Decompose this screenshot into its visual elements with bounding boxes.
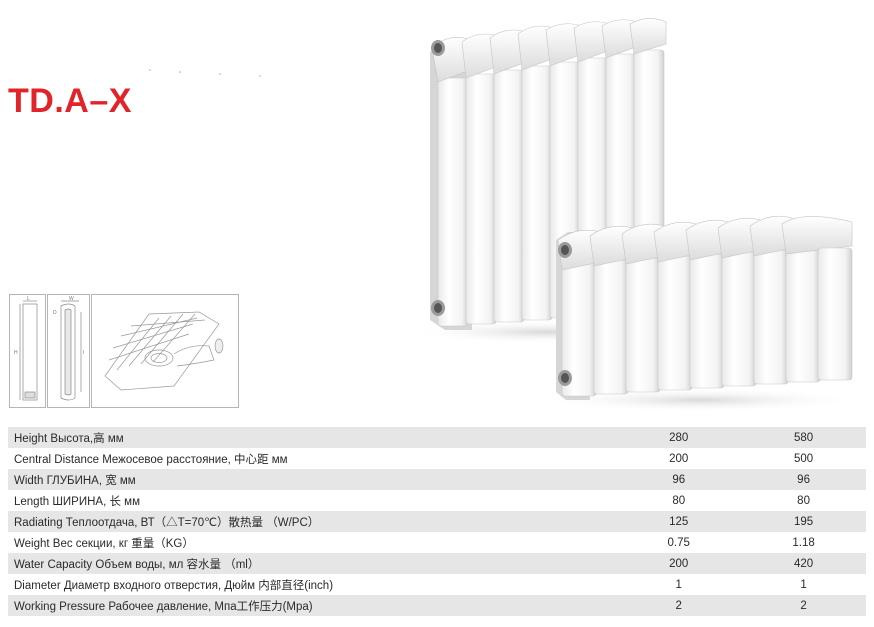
spec-label: Diameter Диаметр входного отверстия, Дюй…: [14, 579, 334, 592]
side-view-drawing: [60, 300, 82, 401]
spec-value-580: 420: [793, 557, 814, 570]
spec-label: Weight Вес секции, кг 重量（KG）: [14, 537, 194, 550]
table-row: Width ГЛУБИНА, 宽 мм 96 96: [8, 469, 866, 490]
spec-value-580: 1.18: [792, 536, 815, 549]
spec-label: Height Высота,高 мм: [14, 432, 124, 445]
spec-value-280: 200: [669, 452, 689, 465]
spec-value-580: 96: [797, 473, 810, 486]
spec-value-280: 0.75: [667, 536, 690, 549]
product-model-title: TD.A–X: [8, 82, 132, 120]
dim-label-width: W: [69, 296, 74, 302]
spec-value-580: 80: [797, 494, 810, 507]
spec-label: Water Capacity Объем воды, мл 容水量 （ml）: [14, 558, 260, 571]
table-row: Working Pressure Рабочее давление, Мпа工作…: [8, 595, 866, 616]
dim-label-length: L: [27, 296, 30, 302]
table-row: Weight Вес секции, кг 重量（KG） 0.75 1.18: [8, 532, 866, 553]
spec-label: Length ШИРИНА, 长 мм: [14, 495, 140, 508]
spec-value-580: 500: [793, 452, 814, 465]
spec-value-280: 1: [675, 578, 682, 591]
front-view-drawing: [19, 300, 38, 401]
table-row: Water Capacity Объем воды, мл 容水量 （ml） 2…: [8, 553, 866, 574]
spec-value-580: 580: [793, 431, 814, 444]
table-row: Length ШИРИНА, 长 мм 80 80: [8, 490, 866, 511]
spec-label: Radiating Теплоотдача, ВТ（△T=70℃）散热量 （W/…: [14, 516, 320, 529]
table-row: Central Distance Межосевое расстояние, 中…: [8, 448, 866, 469]
spec-value-280: 96: [672, 473, 686, 486]
spec-label: Width ГЛУБИНА, 宽 мм: [14, 474, 136, 487]
spec-value-580: 2: [800, 599, 807, 612]
radiator-product-image: [149, 18, 860, 412]
short-radiator: [556, 215, 853, 400]
spec-label: Central Distance Межосевое расстояние, 中…: [14, 453, 288, 466]
dim-label-central: I: [83, 350, 84, 356]
spec-value-280: 200: [669, 557, 689, 570]
spec-value-280: 80: [672, 494, 686, 507]
table-row: Radiating Теплоотдача, ВТ（△T=70℃）散热量 （W/…: [8, 511, 866, 532]
spec-value-580: 195: [793, 515, 814, 528]
cross-section-drawing: [104, 311, 224, 391]
spec-table: Height Высота,高 мм 280 580 Central Dista…: [8, 427, 866, 616]
dim-label-height: H: [14, 350, 18, 356]
decorative-sparkle-dots: [149, 69, 261, 77]
spec-value-280: 125: [669, 515, 689, 528]
table-row: Diameter Диаметр входного отверстия, Дюй…: [8, 574, 866, 595]
technical-dimension-diagram: L H W D I: [9, 294, 239, 408]
spec-value-580: 1: [800, 578, 807, 591]
table-row: Height Высота,高 мм 280 580: [8, 427, 866, 448]
spec-value-280: 280: [669, 431, 689, 444]
spec-value-280: 2: [675, 599, 682, 612]
dim-label-diameter: D: [53, 310, 57, 316]
spec-label: Working Pressure Рабочее давление, Мпа工作…: [14, 600, 313, 613]
